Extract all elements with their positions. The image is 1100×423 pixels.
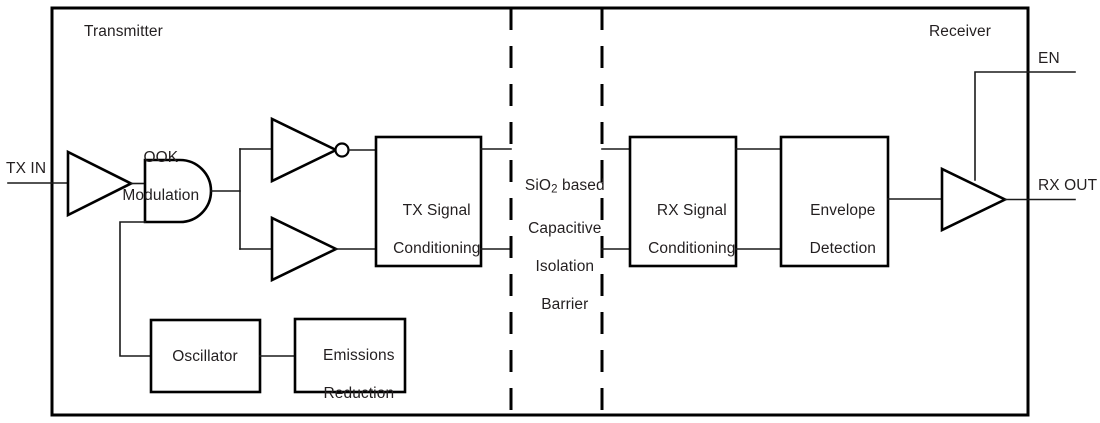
noninverting-buffer-gate <box>270 215 339 283</box>
envelope-detection-line-1: Envelope <box>810 202 876 219</box>
emissions-reduction-line-2: Reduction <box>323 385 395 402</box>
receiver-section-label: Receiver <box>929 23 991 40</box>
emissions-reduction-label: Emissions Reduction Techniques <box>290 327 410 423</box>
device-outline <box>50 6 1030 417</box>
envelope-detection-label: Envelope Detection <box>774 182 894 277</box>
output-buffer-gate <box>940 166 1008 233</box>
ook-modulation-line-1: OOK <box>143 149 179 166</box>
tx-signal-conditioning-line-1: TX Signal <box>402 202 471 219</box>
barrier-subscript: 2 <box>551 183 558 196</box>
block-rx-signal-conditioning <box>628 135 738 268</box>
oscillator-label: Oscillator <box>172 348 238 365</box>
block-oscillator <box>149 318 262 394</box>
ook-modulation-line-2: Modulation <box>122 187 200 204</box>
and-gate-ook <box>143 158 213 224</box>
barrier-line-4: Barrier <box>541 295 589 313</box>
envelope-detection-line-2: Detection <box>809 240 877 257</box>
port-label-en: EN <box>1038 50 1060 67</box>
tx-signal-conditioning-label: TX Signal Conditioning <box>368 182 488 277</box>
block-emissions-reduction <box>293 317 407 394</box>
rx-signal-conditioning-line-2: Conditioning <box>648 240 736 257</box>
barrier-based-text: based <box>557 177 605 194</box>
wire-enable <box>974 71 1076 181</box>
emissions-reduction-line-1: Emissions <box>323 347 395 364</box>
inverter-gate <box>270 116 339 184</box>
tx-signal-conditioning-line-2: Conditioning <box>393 240 481 257</box>
ook-modulation-annotation: OOK Modulation <box>72 129 232 224</box>
block-tx-signal-conditioning <box>374 135 483 268</box>
isolation-barrier-label: SiO2 based Capacitive Isolation Barrier <box>504 157 608 333</box>
barrier-sio-text: SiO <box>524 177 552 194</box>
barrier-line-2: Capacitive <box>528 219 602 237</box>
barrier-line-1: SiO2 based <box>524 177 605 196</box>
rx-signal-conditioning-line-1: RX Signal <box>656 202 727 219</box>
wire-oscillator-to-and <box>119 221 153 357</box>
transmitter-section-label: Transmitter <box>84 23 163 40</box>
inverter-bubble-icon <box>334 142 350 158</box>
rx-signal-conditioning-label: RX Signal Conditioning <box>623 182 743 277</box>
port-label-tx-in: TX IN <box>6 160 47 177</box>
block-envelope-detection <box>779 135 890 268</box>
input-buffer-gate <box>66 149 134 218</box>
barrier-line-3: Isolation <box>535 257 595 275</box>
port-label-rx-out: RX OUT <box>1038 177 1098 194</box>
